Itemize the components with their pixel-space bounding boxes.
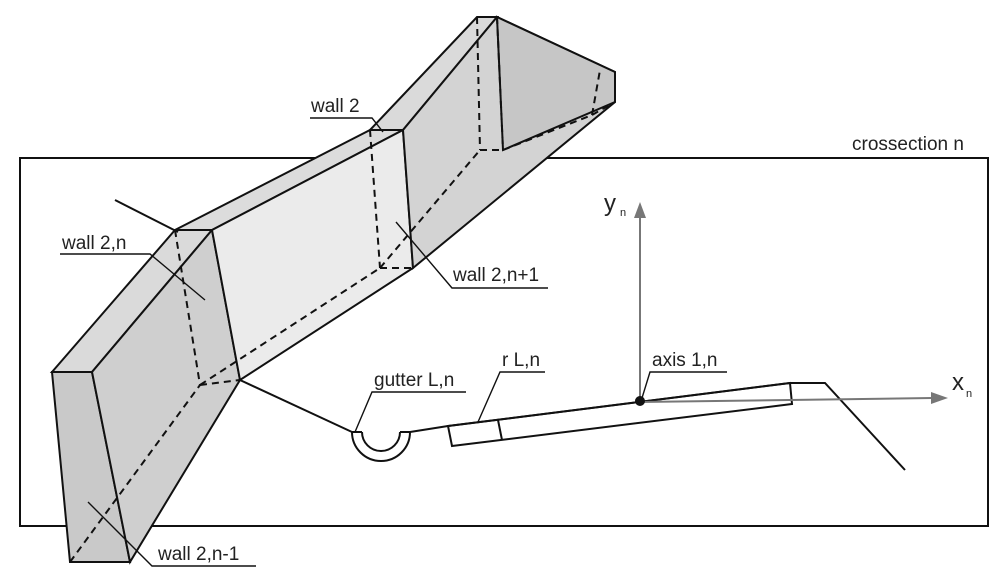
label-y-axis: y	[604, 190, 616, 217]
label-rL: r L,n	[502, 350, 540, 371]
labels: crossection n wall 2 wall 2,n wall 2,n+1…	[61, 96, 972, 565]
leader-wall2n	[60, 253, 206, 301]
kerb-rL	[497, 419, 503, 441]
leader-rL	[477, 371, 545, 423]
label-x-sub: n	[966, 388, 972, 400]
label-y-sub: n	[620, 207, 626, 219]
section-cut-line	[114, 199, 179, 233]
leader-axis	[641, 371, 727, 399]
label-wall2n1: wall 2,n+1	[452, 265, 539, 286]
road-slab	[446, 381, 794, 448]
road-profile	[239, 379, 906, 471]
wall-segment-n-minus-1	[49, 227, 242, 565]
label-wall2nm1: wall 2,n-1	[157, 544, 239, 565]
leader-wall2n1	[395, 221, 548, 289]
label-wall2n: wall 2,n	[61, 233, 126, 254]
label-x-axis: x	[952, 369, 964, 396]
x-axis-arrow	[931, 392, 948, 404]
leader-lines	[60, 117, 727, 567]
road-surface-top	[409, 382, 906, 471]
hidden-edges	[69, 16, 616, 563]
label-crossection: crossection n	[852, 134, 964, 155]
y-axis-arrow	[634, 202, 646, 218]
axis-origin-point	[635, 396, 645, 406]
gutter-inner	[361, 431, 401, 452]
label-gutter: gutter L,n	[374, 370, 454, 391]
leader-wall2nm1	[87, 501, 256, 567]
leader-wall2	[310, 117, 384, 133]
label-wall2: wall 2	[310, 96, 360, 117]
x-axis-line	[639, 397, 933, 403]
wall-segment-n-plus-1	[367, 15, 616, 270]
gutter-shape	[351, 431, 411, 462]
coordinate-axes	[634, 202, 948, 406]
slope-to-gutter	[239, 379, 353, 433]
leader-gutter	[354, 391, 466, 433]
label-axis: axis 1,n	[652, 350, 717, 371]
